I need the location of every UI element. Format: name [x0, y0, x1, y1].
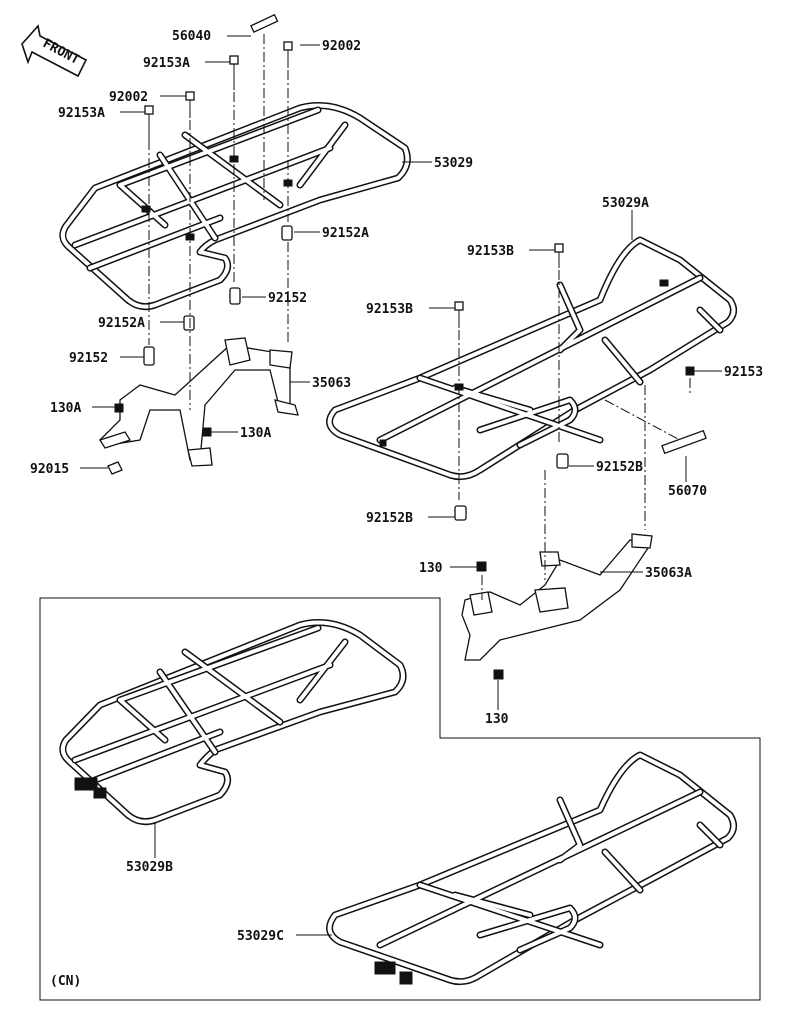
- callout-56070: 56070: [668, 484, 707, 499]
- callout-92153A-mid: 92153A: [58, 106, 105, 121]
- rear-alignment-lines: [458, 270, 691, 600]
- callout-92153A-top: 92153A: [143, 56, 190, 71]
- callout-92152A-right: 92152A: [322, 226, 369, 241]
- rear-small-parts: [454, 243, 707, 680]
- front-alignment-lines: [148, 34, 289, 410]
- callout-56040: 56040: [172, 29, 211, 44]
- callout-92015: 92015: [30, 462, 69, 477]
- cn-variant-frame: [39, 597, 761, 1001]
- rear-bracket-35063A: [461, 533, 653, 661]
- callout-92152-left: 92152: [69, 351, 108, 366]
- callout-53029B: 53029B: [126, 860, 173, 875]
- callout-labels: 56040 92002 92153A 92002 92153A 53029 92…: [30, 29, 763, 989]
- callout-92152-right: 92152: [268, 291, 307, 306]
- callout-35063A: 35063A: [645, 566, 692, 581]
- front-small-parts: [107, 13, 293, 475]
- callout-92153B-top: 92153B: [467, 244, 514, 259]
- callout-92153: 92153: [724, 365, 763, 380]
- callout-53029A: 53029A: [602, 196, 649, 211]
- callout-53029: 53029: [434, 156, 473, 171]
- rear-rack-53029A: [326, 236, 737, 481]
- callout-leaders: [80, 35, 722, 936]
- callout-130A-left: 130A: [50, 401, 81, 416]
- callout-92153B-mid: 92153B: [366, 302, 413, 317]
- front-rack-53029: [59, 102, 411, 311]
- callout-92152A-left: 92152A: [98, 316, 145, 331]
- callout-92152B-bottom: 92152B: [366, 511, 413, 526]
- cn-front-rack-53029B: [59, 619, 407, 826]
- callout-53029C: 53029C: [237, 929, 284, 944]
- cn-rear-rack-53029C: [326, 751, 737, 986]
- cn-note: (CN): [50, 974, 81, 989]
- callout-35063: 35063: [312, 376, 351, 391]
- callout-130A-right: 130A: [240, 426, 271, 441]
- front-arrow-icon: FRONT: [21, 24, 88, 78]
- callout-130-bottom: 130: [485, 712, 509, 727]
- callout-130-top: 130: [419, 561, 443, 576]
- callout-92002-mid: 92002: [109, 90, 148, 105]
- front-bracket-35063: [98, 337, 299, 467]
- callout-92152B-right: 92152B: [596, 460, 643, 475]
- callout-92002-top: 92002: [322, 39, 361, 54]
